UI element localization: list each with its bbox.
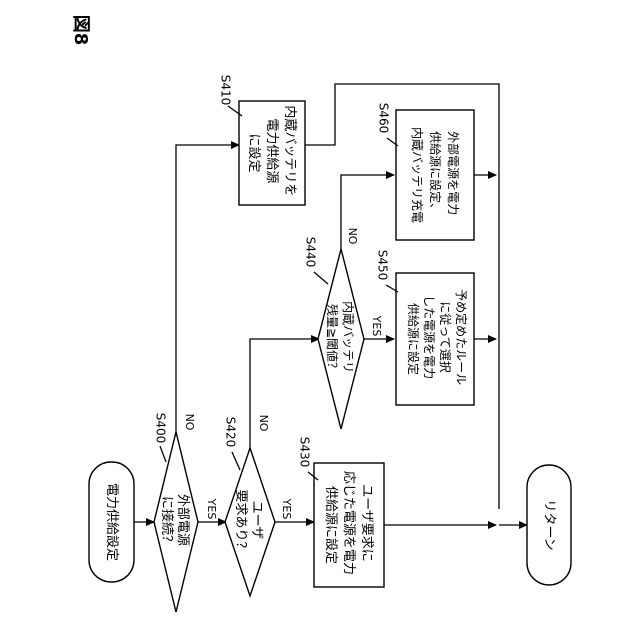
s410-line-1: 内蔵バッテリを [282, 105, 298, 196]
return-label: リターン [542, 499, 557, 550]
process-s410: 内蔵バッテリを 電力供給源 に設定 [239, 101, 305, 205]
s430-line-1: ユーザ要求に [359, 484, 374, 562]
s400-line-1: 外部電源 [175, 494, 190, 546]
s450-line-4: 供給源に設定 [406, 303, 421, 375]
step-label-s410: S410 [219, 75, 233, 106]
s400-line-2: に接続？ [159, 496, 175, 548]
figure-label: 図8 [70, 15, 91, 46]
start-terminal: 電力供給設定 [89, 462, 134, 582]
s450-line-3: した電源を電力 [422, 295, 436, 379]
s410-line-3: に設定 [246, 133, 262, 172]
s440-line-1: 内蔵バッテリ [341, 301, 355, 373]
step-label-s460: S460 [377, 103, 391, 134]
s460-line-1: 外部電源を電力 [446, 131, 461, 215]
start-label: 電力供給設定 [104, 483, 120, 561]
s420-no-label: NO [257, 415, 270, 432]
s420-line-2: 要求あり？ [233, 489, 248, 554]
s450-line-1: 予め定めたルール [454, 289, 469, 385]
step-label-s450: S450 [376, 250, 390, 281]
s410-line-2: 電力供給源 [264, 118, 279, 183]
s400-no-label: NO [183, 414, 196, 431]
decision-s440: 内蔵バッテリ 残量≧閾値？ [318, 249, 364, 429]
s420-yes-label: YES [280, 498, 293, 520]
process-s430: ユーザ要求に 応じた電源を電力 供給源に設定 [314, 463, 384, 587]
s430-line-2: 応じた電源を電力 [341, 471, 356, 575]
process-s450: 予め定めたルール に従って選択 した電源を電力 供給源に設定 [396, 273, 474, 405]
leader-s420 [232, 452, 240, 470]
step-label-s420: S420 [224, 417, 238, 448]
process-s460: 外部電源を電力 供給源に設定、 内蔵バッテリ充電 [396, 110, 474, 240]
svg-text:ユーザ要求に 応じた電源を電力 供給: ユーザ要求に 応じた電源を電力 供給源に設定 [323, 471, 374, 579]
arrow-s420-no-to-s440 [250, 339, 319, 448]
s440-no-label: NO [346, 228, 359, 245]
s430-line-3: 供給源に設定 [323, 486, 339, 564]
s460-line-2: 供給源に設定、 [428, 131, 443, 215]
decision-s420: ユーザ 要求あり？ [225, 448, 275, 596]
s460-line-3: 内蔵バッテリ充電 [410, 127, 425, 223]
step-label-s400: S400 [154, 413, 168, 444]
decision-s400: 外部電源 に接続？ [154, 432, 198, 612]
s420-line-1: ユーザ [249, 501, 264, 540]
svg-text:外部電源 に接続？: 外部電源 に接続？ [159, 494, 190, 550]
leader-s440 [314, 272, 328, 284]
step-label-s440: S440 [304, 237, 318, 268]
leader-s400 [160, 446, 166, 462]
s450-line-2: に従って選択 [438, 301, 452, 372]
return-terminal: リターン [527, 465, 571, 585]
s400-yes-label: YES [205, 498, 218, 520]
arrow-s400-no-to-s410 [176, 145, 239, 432]
svg-text:外部電源を電力 供給源に設定、 内蔵: 外部電源を電力 供給源に設定、 内蔵バッテリ充電 [410, 127, 461, 223]
step-label-s430: S430 [298, 437, 312, 468]
s440-yes-label: YES [370, 315, 383, 337]
s440-line-2: 残量≧閾値？ [325, 304, 340, 374]
